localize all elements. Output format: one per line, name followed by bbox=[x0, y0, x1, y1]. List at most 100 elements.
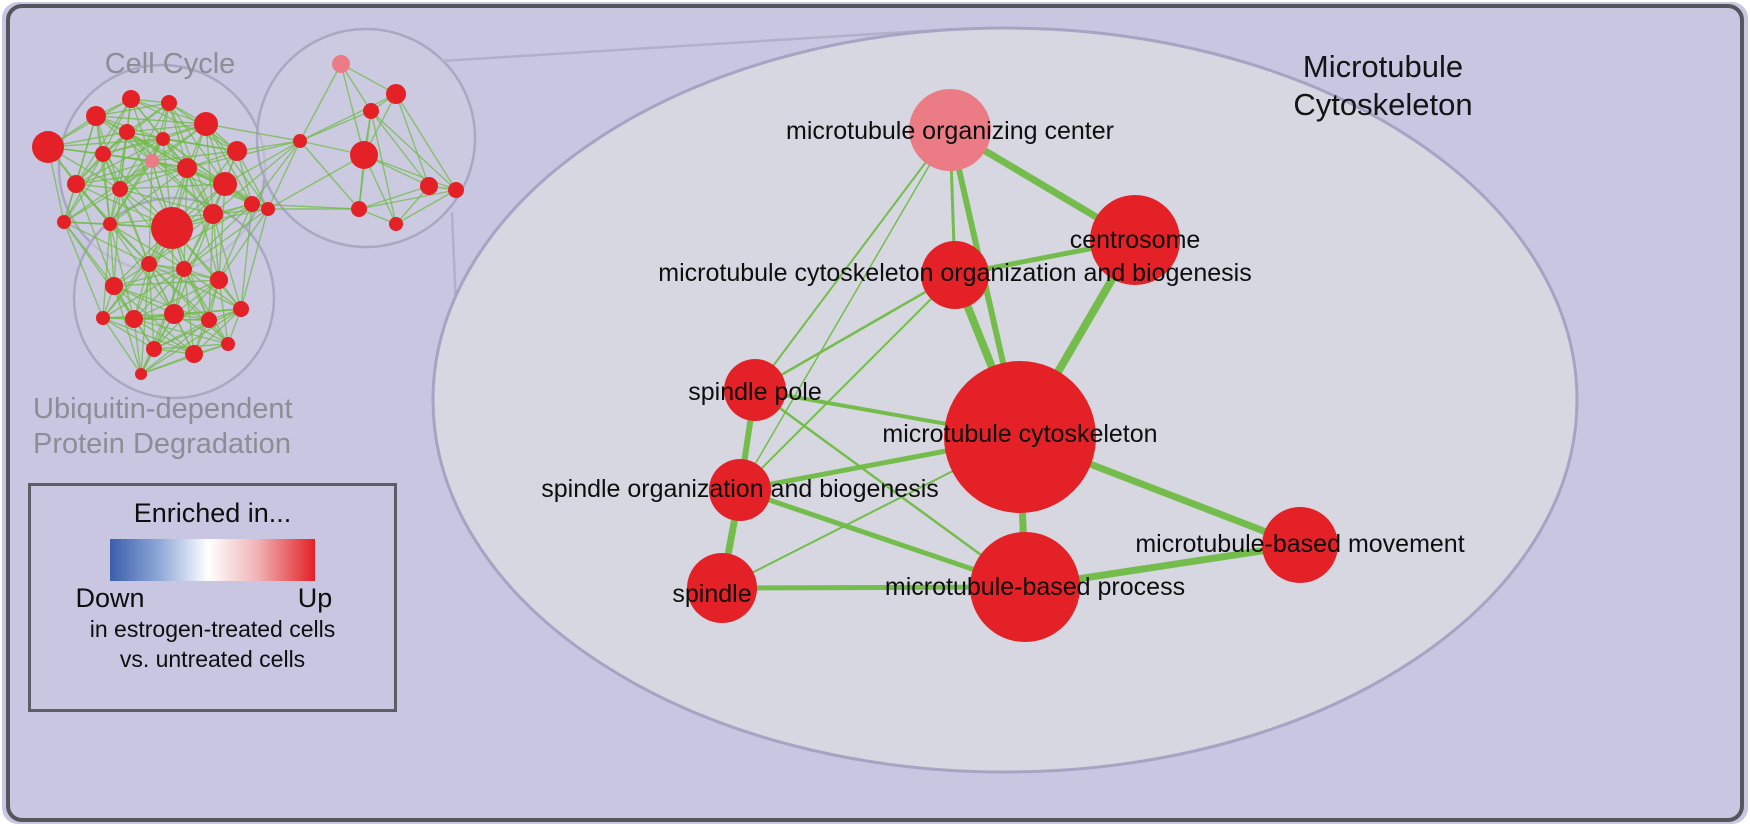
overview-node bbox=[227, 141, 247, 161]
overview-edge bbox=[205, 123, 253, 205]
overview-edge bbox=[102, 138, 164, 155]
overview-edge bbox=[212, 213, 242, 310]
overview-node bbox=[350, 141, 378, 169]
zoom-node-moc bbox=[909, 89, 991, 171]
zoom-connector-top bbox=[440, 27, 956, 63]
overview-edge bbox=[358, 189, 457, 210]
overview-node bbox=[67, 175, 85, 193]
zoom-cluster-title-line1: Microtubule bbox=[1303, 49, 1463, 84]
overview-node bbox=[177, 158, 197, 178]
legend-end-labels: Down Up bbox=[75, 583, 332, 615]
figure-border bbox=[6, 4, 1744, 822]
overview-edge bbox=[340, 63, 365, 156]
overview-edge bbox=[151, 160, 253, 205]
overview-edge bbox=[148, 263, 155, 350]
overview-node bbox=[203, 204, 223, 224]
overview-edge bbox=[109, 223, 115, 287]
overview-edge bbox=[140, 308, 242, 375]
overview-node bbox=[86, 106, 106, 126]
cell-cycle-cluster-label: Cell Cycle bbox=[105, 48, 236, 80]
overview-edge bbox=[299, 63, 342, 142]
overview-node bbox=[151, 207, 193, 249]
zoom-node-label-mbp: microtubule-based process bbox=[885, 573, 1185, 601]
overview-edge bbox=[63, 188, 121, 223]
overview-node bbox=[119, 124, 135, 140]
overview-edge bbox=[102, 268, 185, 319]
zoom-node-label-mt_cyto: microtubule cytoskeleton bbox=[882, 420, 1157, 448]
overview-edge bbox=[113, 285, 175, 315]
overview-edge bbox=[395, 93, 457, 191]
overview-edge bbox=[183, 213, 214, 270]
overview-edge bbox=[63, 221, 150, 265]
overview-edge bbox=[218, 203, 253, 281]
overview-edge bbox=[113, 188, 121, 287]
overview-edge bbox=[75, 183, 115, 287]
zoom-edge-mcob-spindle_pole bbox=[754, 273, 956, 392]
overview-edge bbox=[119, 123, 207, 190]
legend-title: Enriched in... bbox=[133, 498, 292, 528]
overview-edge bbox=[358, 185, 430, 210]
overview-edge bbox=[113, 268, 185, 287]
overview-edge bbox=[63, 160, 153, 223]
overview-edge bbox=[119, 183, 226, 190]
overview-edge bbox=[208, 213, 214, 321]
ubiquitin-cluster-label-line2: Protein Degradation bbox=[33, 428, 291, 460]
overview-edge bbox=[236, 140, 301, 152]
overview-edge bbox=[133, 263, 150, 320]
overview-edge bbox=[102, 153, 111, 225]
overview-edge bbox=[148, 203, 253, 265]
overview-edge bbox=[212, 140, 301, 215]
overview-edge bbox=[102, 223, 111, 319]
overview-edge bbox=[151, 150, 238, 162]
overview-edge bbox=[63, 221, 104, 319]
overview-edge bbox=[109, 167, 188, 225]
overview-edge bbox=[95, 115, 207, 125]
overview-node bbox=[221, 337, 235, 351]
overview-node bbox=[122, 90, 140, 108]
overview-node bbox=[420, 177, 438, 195]
overview-node bbox=[161, 95, 177, 111]
zoom-node-mt_cyto bbox=[944, 361, 1096, 513]
zoom-node-label-spindle: spindle bbox=[672, 580, 751, 608]
zoom-nodes bbox=[687, 89, 1338, 642]
overview-edge bbox=[299, 93, 397, 142]
overview-edge bbox=[370, 110, 430, 187]
overview-node bbox=[135, 368, 147, 380]
overview-edge bbox=[133, 268, 185, 320]
overview-edge bbox=[218, 208, 269, 281]
overview-edge bbox=[102, 317, 155, 350]
overview-edge bbox=[63, 131, 128, 223]
overview-edge bbox=[183, 208, 269, 270]
zoom-edge-spindle_pole-mbp bbox=[754, 388, 1026, 589]
zoom-node-label-spindle_pole: spindle pole bbox=[688, 378, 821, 406]
overview-node bbox=[244, 196, 260, 212]
zoom-node-label-moc: microtubule organizing center bbox=[786, 117, 1114, 145]
overview-node bbox=[96, 311, 110, 325]
overview-node bbox=[351, 201, 367, 217]
overview-node bbox=[141, 256, 157, 272]
overview-edge bbox=[126, 123, 207, 133]
overview-edge bbox=[162, 138, 238, 152]
overview-edge bbox=[267, 154, 365, 210]
overview-edge bbox=[133, 318, 229, 345]
zoom-node-labels: microtubule organizing centercentrosomem… bbox=[541, 117, 1464, 608]
overview-edge bbox=[119, 167, 188, 190]
ubiquitin-cluster-label-line1: Ubiquitin-dependent bbox=[33, 393, 293, 425]
overview-edge bbox=[370, 110, 397, 225]
overview-edge bbox=[95, 102, 170, 117]
zoom-node-mbp bbox=[970, 532, 1080, 642]
overview-edge bbox=[63, 221, 135, 320]
overview-edge bbox=[119, 188, 214, 215]
zoom-edge-mcob-spindle_org bbox=[739, 274, 956, 491]
overview-edge bbox=[205, 123, 301, 142]
zoom-node-mbm bbox=[1262, 507, 1338, 583]
legend-down-label: Down bbox=[75, 583, 145, 613]
overview-node bbox=[389, 217, 403, 231]
overview-node bbox=[156, 132, 170, 146]
overview-edge bbox=[395, 93, 430, 187]
zoom-node-label-mcob: microtubule cytoskeleton organization an… bbox=[658, 259, 1251, 287]
overview-edge bbox=[251, 140, 301, 205]
overview-edge bbox=[140, 268, 185, 375]
